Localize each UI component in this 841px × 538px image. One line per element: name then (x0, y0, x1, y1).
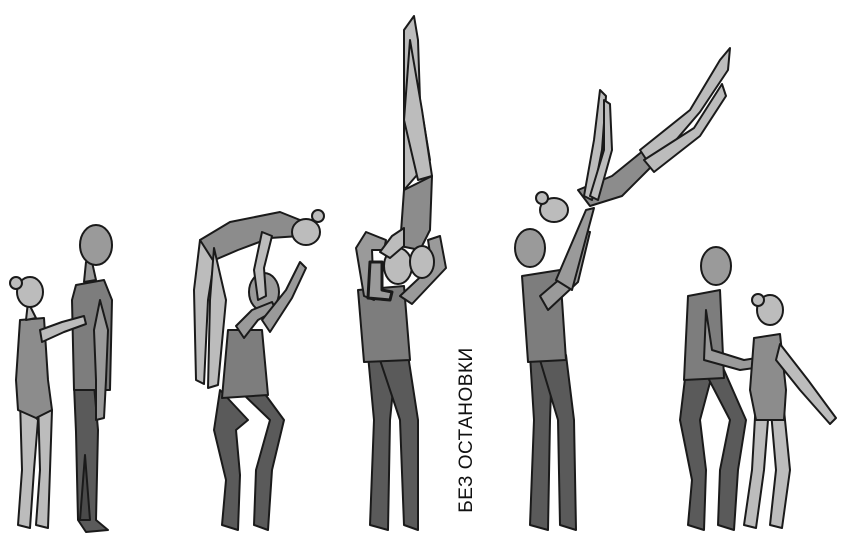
frame-4-woman (536, 48, 730, 222)
frame-2-figures (194, 210, 324, 530)
frame-4-man (515, 208, 594, 530)
frame-1-man (72, 225, 112, 532)
frame-1-figures (10, 225, 112, 532)
frame-5-woman (744, 294, 836, 528)
no-pause-caption-text: БЕЗ ОСТАНОВКИ (456, 347, 478, 512)
frame-3-figures (356, 16, 446, 530)
frame-3-woman (380, 16, 434, 278)
frame-2-man (214, 262, 306, 530)
frame-3-man (356, 232, 446, 530)
no-pause-caption: БЕЗ ОСТАНОВКИ (452, 330, 482, 530)
frame-5-figures (680, 247, 836, 530)
